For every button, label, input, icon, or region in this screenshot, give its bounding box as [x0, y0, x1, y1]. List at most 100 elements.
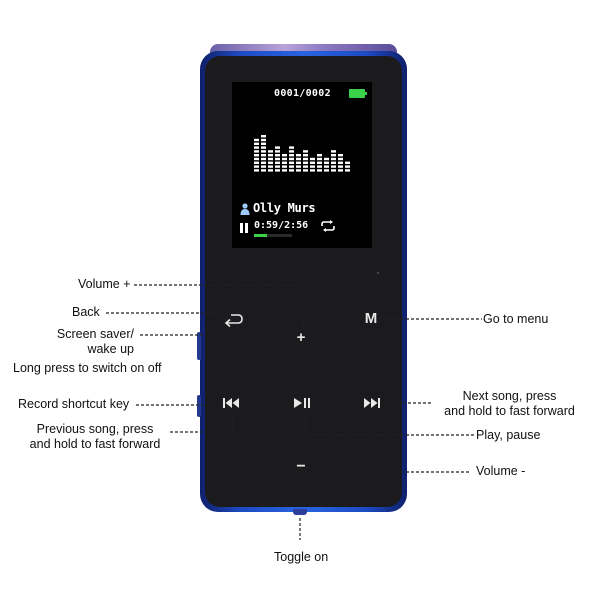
- equalizer-segment: [275, 154, 280, 157]
- equalizer-segment: [324, 157, 329, 161]
- equalizer-segment: [254, 154, 259, 157]
- equalizer-segment: [282, 169, 287, 172]
- equalizer-segment: [282, 157, 287, 161]
- playback-progress-fill: [254, 234, 267, 237]
- equalizer-segment: [254, 169, 259, 172]
- track-counter: 0001/0002: [274, 88, 331, 99]
- label-play-pause: Play, pause: [476, 428, 541, 442]
- equalizer-segment: [289, 146, 294, 149]
- play-pause-icon: [294, 398, 310, 408]
- label-screen-saver-line1: Screen saver/: [56, 327, 134, 341]
- equalizer-segment: [275, 146, 280, 149]
- equalizer-segment: [261, 135, 266, 138]
- label-next-line2: and hold to fast forward: [444, 404, 575, 418]
- equalizer-segment: [338, 169, 343, 172]
- equalizer-segment: [268, 161, 273, 164]
- equalizer-segment: [261, 154, 266, 157]
- equalizer-segment: [261, 161, 266, 164]
- equalizer-segment: [275, 150, 280, 153]
- previous-button[interactable]: [223, 398, 241, 408]
- equalizer-segment: [268, 165, 273, 168]
- equalizer-segment: [331, 161, 336, 164]
- equalizer-segment: [261, 150, 266, 153]
- equalizer-segment: [289, 169, 294, 172]
- play-pause-button[interactable]: [293, 398, 311, 408]
- label-next: Next song, press and hold to fast forwar…: [437, 389, 582, 419]
- equalizer-segment: [275, 169, 280, 172]
- volume-up-button[interactable]: +: [296, 329, 306, 346]
- indicator-dot: [377, 272, 379, 274]
- equalizer-segment: [254, 146, 259, 149]
- equalizer-segment: [268, 157, 273, 161]
- equalizer-segment: [338, 165, 343, 168]
- previous-track-icon: [223, 398, 239, 408]
- equalizer-segment: [289, 161, 294, 164]
- label-previous-line1: Previous song, press: [36, 422, 154, 436]
- power-side-button: [197, 332, 201, 360]
- equalizer-segment: [338, 154, 343, 157]
- equalizer-segment: [296, 169, 301, 172]
- equalizer-segment: [317, 165, 322, 168]
- equalizer-segment: [317, 157, 322, 161]
- equalizer-segment: [303, 154, 308, 157]
- back-button[interactable]: [224, 312, 244, 328]
- equalizer-segment: [310, 165, 315, 168]
- label-back: Back: [72, 305, 100, 319]
- equalizer-segment: [296, 154, 301, 157]
- label-previous-line2: and hold to fast forward: [29, 437, 161, 451]
- bottom-toggle-switch: [293, 509, 307, 515]
- equalizer-segment: [331, 165, 336, 168]
- equalizer-segment: [268, 150, 273, 153]
- equalizer-segment: [289, 157, 294, 161]
- equalizer-segment: [345, 169, 350, 172]
- back-arrow-icon: [224, 314, 243, 328]
- next-button[interactable]: [362, 398, 380, 408]
- equalizer-segment: [261, 169, 266, 172]
- playback-time: 0:59/2:56: [254, 220, 309, 231]
- label-next-line1: Next song, press: [462, 389, 557, 403]
- equalizer-segment: [338, 161, 343, 164]
- equalizer-segment: [289, 150, 294, 153]
- equalizer-segment: [303, 169, 308, 172]
- equalizer-segment: [317, 169, 322, 172]
- equalizer-segment: [261, 165, 266, 168]
- equalizer-segment: [331, 154, 336, 157]
- equalizer-segment: [261, 138, 266, 142]
- equalizer-segment: [275, 157, 280, 161]
- equalizer-segment: [331, 157, 336, 161]
- equalizer-segment: [345, 161, 350, 164]
- equalizer-segment: [282, 165, 287, 168]
- equalizer-segment: [296, 161, 301, 164]
- equalizer-segment: [261, 146, 266, 149]
- equalizer-segment: [282, 161, 287, 164]
- equalizer-segment: [254, 150, 259, 153]
- label-go-to-menu: Go to menu: [483, 312, 549, 326]
- equalizer-segment: [296, 157, 301, 161]
- person-icon: [240, 203, 250, 215]
- equalizer-segment: [254, 157, 259, 161]
- equalizer-icon: [254, 135, 350, 172]
- equalizer-segment: [303, 150, 308, 153]
- label-volume-up: Volume +: [78, 277, 131, 291]
- equalizer-segment: [310, 157, 315, 161]
- equalizer-segment: [261, 142, 266, 145]
- player-screen: 0001/0002 Olly Murs 0:59/2:56: [232, 82, 372, 248]
- volume-down-button[interactable]: −: [296, 458, 306, 475]
- equalizer-segment: [254, 161, 259, 164]
- menu-button[interactable]: M: [364, 310, 378, 327]
- next-track-icon: [364, 398, 380, 408]
- label-previous: Previous song, press and hold to fast fo…: [22, 422, 168, 452]
- equalizer-segment: [254, 165, 259, 168]
- equalizer-segment: [303, 161, 308, 164]
- label-long-press: Long press to switch on off: [13, 361, 162, 375]
- equalizer-segment: [324, 165, 329, 168]
- equalizer-segment: [331, 169, 336, 172]
- equalizer-segment: [275, 161, 280, 164]
- equalizer-segment: [289, 165, 294, 168]
- label-volume-down: Volume -: [476, 464, 526, 478]
- playback-progress: [254, 234, 292, 237]
- equalizer-segment: [254, 138, 259, 142]
- equalizer-segment: [345, 165, 350, 168]
- equalizer-segment: [324, 161, 329, 164]
